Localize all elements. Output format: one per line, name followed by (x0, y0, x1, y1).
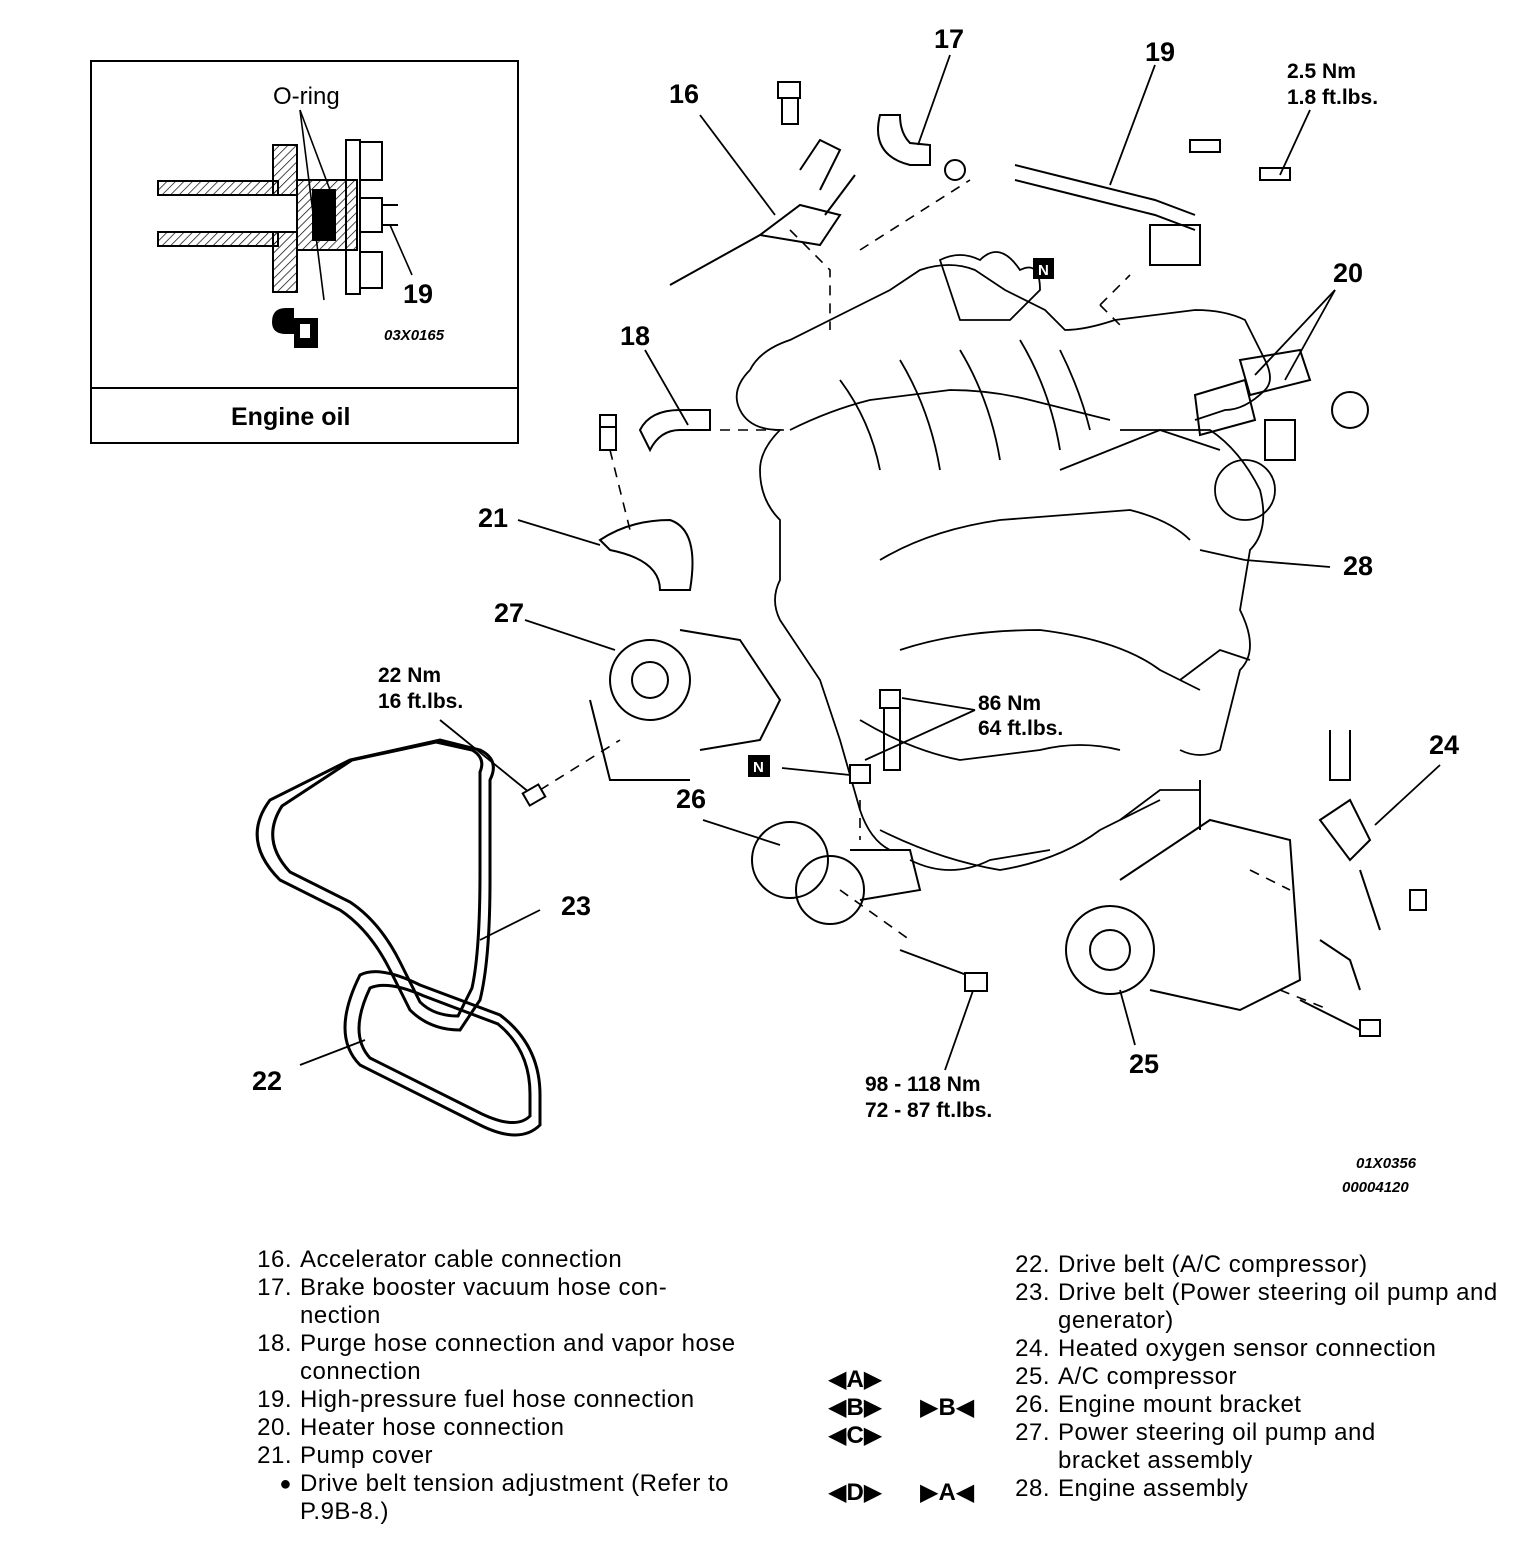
legend-item: 26.Engine mount bracket (1015, 1391, 1302, 1418)
power-steering-pump-drawing (589, 629, 782, 781)
legend-bullet-item: ●Drive belt tension adjustment (Refer to… (279, 1470, 730, 1525)
legend-item: 18.Purge hose connection and vapor hose … (257, 1330, 736, 1385)
part19-leader (389, 224, 413, 276)
callout-25: 25 (1129, 1049, 1159, 1079)
callout-16: 16 (669, 79, 699, 109)
marker-c-removal: ◀C▶ (828, 1422, 883, 1449)
torque-fuel-line2: 1.8 ft.lbs. (1287, 86, 1378, 109)
bolts (521, 81, 1381, 1037)
legend-item: 25.A/C compressor (1015, 1363, 1238, 1390)
engine-mount-bracket-drawing (751, 699, 981, 981)
dashed-reference-lines (539, 179, 1331, 1011)
drive-belt-22 (343, 970, 542, 1137)
n-badge-top: N (1033, 258, 1054, 279)
torque-fuel-line1: 2.5 Nm (1287, 60, 1356, 83)
oxygen-sensor-drawing (1318, 730, 1427, 991)
svg-text:N: N (753, 759, 764, 776)
callout-26: 26 (676, 784, 706, 814)
marker-b-removal: ◀B▶ (828, 1394, 883, 1421)
oring-label: O-ring (273, 83, 340, 110)
marker-a-removal: ◀A▶ (828, 1366, 883, 1393)
accelerator-cable-drawing (669, 83, 856, 286)
oring-leader (299, 109, 331, 191)
legend-item: 16.Accelerator cable connection (257, 1246, 623, 1273)
legend-item: 28.Engine assembly (1015, 1475, 1249, 1502)
callout-27: 27 (494, 598, 524, 628)
legend-item: 20.Heater hose connection (257, 1414, 565, 1441)
pump-cover-drawing (598, 518, 694, 591)
torque-pump-line2: 16 ft.lbs. (378, 690, 463, 713)
inset-caption: Engine oil (231, 403, 350, 431)
torque-mount-line1: 86 Nm (978, 692, 1041, 715)
engine-assembly-drawing (735, 251, 1276, 871)
legend-item: 21.Pump cover (257, 1442, 434, 1469)
legend-item: 17.Brake booster vacuum hose con- nectio… (257, 1274, 668, 1329)
marker-d-removal: ◀D▶ (828, 1479, 883, 1506)
marker-a-install: ▶A◀ (920, 1479, 975, 1506)
n-badge-mount: N (748, 755, 770, 777)
vacuum-hose-drawing (877, 114, 966, 181)
oring-leader-2 (299, 109, 325, 301)
oil-can-icon (272, 308, 318, 348)
figure-code-1: 01X0356 (1356, 1155, 1417, 1172)
callout-17: 17 (934, 24, 964, 54)
torque-mount-line2: 64 ft.lbs. (978, 717, 1063, 740)
torque-pump-line1: 22 Nm (378, 664, 441, 687)
legend-item: 27.Power steering oil pump and bracket a… (1015, 1419, 1376, 1474)
legend-item: 19.High-pressure fuel hose connection (257, 1386, 695, 1413)
legend-item: 24.Heated oxygen sensor connection (1015, 1335, 1437, 1362)
leader-lines (299, 54, 1441, 1071)
inset-code: 03X0165 (384, 327, 445, 344)
callout-19: 19 (1145, 37, 1175, 67)
heater-hose-drawing (1193, 348, 1369, 461)
callout-28: 28 (1343, 551, 1373, 581)
callout-21: 21 (478, 503, 508, 533)
callout-18: 18 (620, 321, 650, 351)
svg-text:N: N (1038, 262, 1049, 279)
ac-compressor-drawing (1065, 780, 1361, 1031)
callout-23: 23 (561, 891, 591, 921)
flange-cross-section (157, 139, 398, 295)
callout-24: 24 (1429, 730, 1459, 760)
legend-right: 22.Drive belt (A/C compressor) 23.Drive … (998, 1251, 1528, 1503)
callout-22: 22 (252, 1066, 282, 1096)
callout-20: 20 (1333, 258, 1363, 288)
figure-code-2: 00004120 (1342, 1179, 1409, 1196)
torque-bracket-line2: 72 - 87 ft.lbs. (865, 1099, 992, 1122)
legend-left: 16.Accelerator cable connection 17.Brake… (240, 1246, 780, 1526)
marker-b-install: ▶B◀ (920, 1394, 975, 1421)
fuel-hose-drawing (1014, 139, 1291, 266)
engine-oil-inset: O-ring 19 03X0165 Engine oil (90, 60, 519, 444)
legend-item: 23.Drive belt (Power steering oil pump a… (1015, 1279, 1498, 1334)
drive-belt-23 (255, 738, 495, 1032)
legend-item: 22.Drive belt (A/C compressor) (1015, 1251, 1368, 1278)
inset-part-19: 19 (403, 279, 433, 309)
torque-bracket-line1: 98 - 118 Nm (865, 1073, 981, 1096)
